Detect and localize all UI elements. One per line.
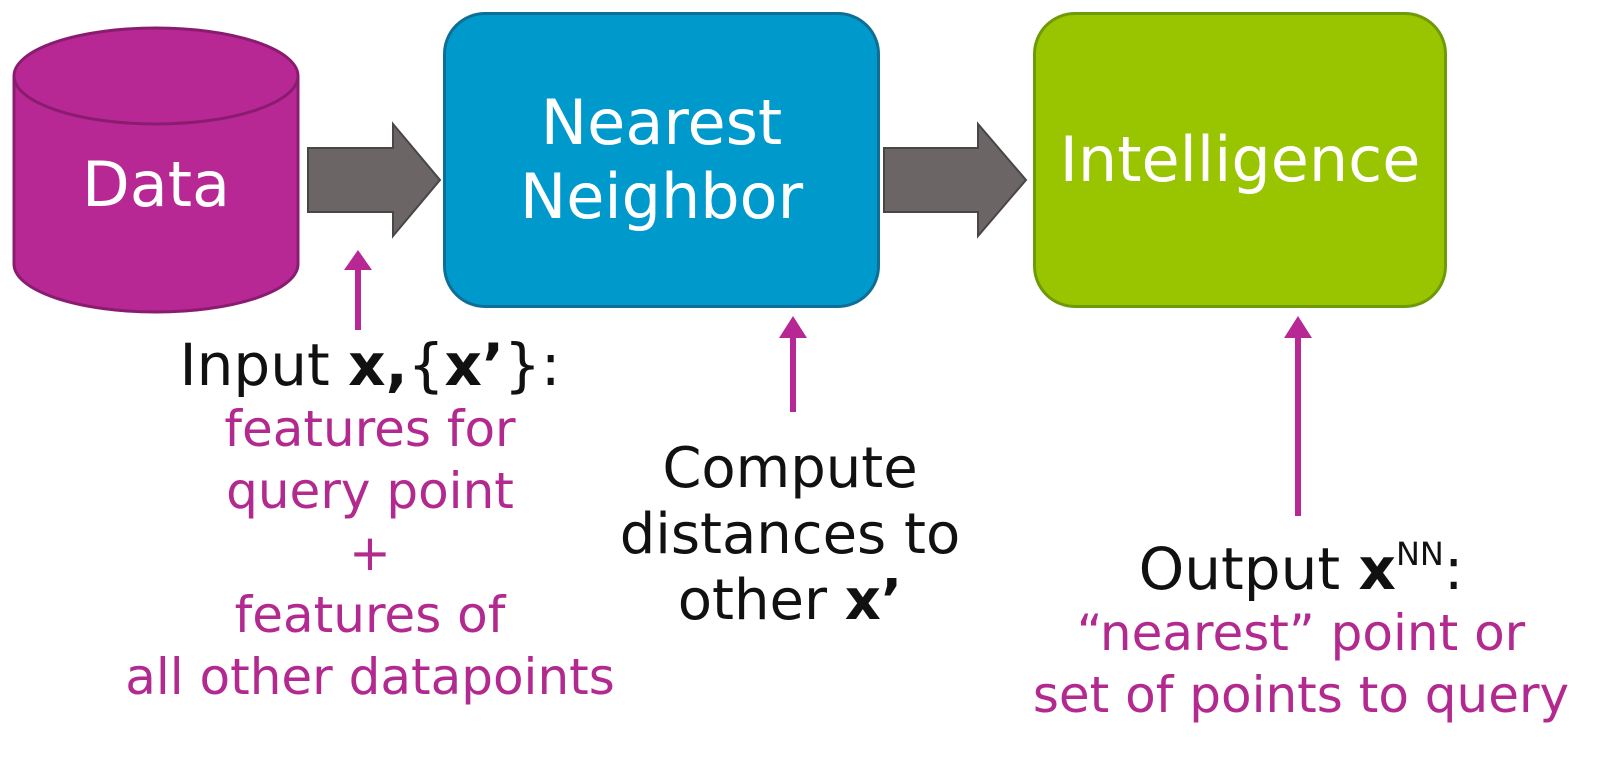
compute-other-text: other [677,568,845,633]
input-caption-line: features for [224,400,516,458]
input-set-open: { [407,331,445,399]
input-caption-line: + [349,524,391,582]
input-x-prime-var: x’ [444,331,504,399]
compute-x-prime-var: x’ [844,568,903,633]
nearest-neighbor-box: Nearest Neighbor [443,12,880,308]
compute-caption: Compute distances to other x’ [560,436,1020,634]
annotation-arrow-output [1284,316,1312,516]
output-x-var: x [1358,535,1396,603]
input-x-var: x, [348,331,408,399]
database-cylinder-shape [12,26,300,314]
input-caption-line: features of [234,586,506,644]
annotation-arrow-compute [779,316,807,412]
nearest-neighbor-label-line1: Nearest [540,86,783,159]
output-colon: : [1443,535,1464,603]
output-caption-line: set of points to query [1032,666,1570,724]
output-caption-heading: Output xNN: [985,536,1617,602]
input-caption-heading: Input x,{x’}: [30,332,710,398]
input-caption: Input x,{x’}: features for query point +… [30,332,710,708]
flow-arrow-data-to-nn [307,121,442,239]
compute-caption-line: other x’ [560,568,1020,634]
input-prefix: Input [179,331,349,399]
input-caption-line: all other datapoints [125,648,615,706]
input-caption-line: query point [226,462,514,520]
flow-arrow-nn-to-intelligence [883,121,1028,239]
intelligence-box: Intelligence [1033,12,1447,308]
annotation-arrow-input [344,250,372,330]
intelligence-label: Intelligence [1059,123,1421,196]
data-cylinder [12,24,300,314]
output-caption-line: “nearest” point or [1076,604,1526,662]
output-nn-superscript: NN [1395,535,1444,573]
output-caption: Output xNN: “nearest” point or set of po… [985,536,1617,726]
compute-caption-line: distances to [619,502,961,567]
input-set-close: }: [503,331,561,399]
output-prefix: Output [1138,535,1359,603]
nearest-neighbor-label-line2: Neighbor [519,160,804,233]
compute-caption-line: Compute [662,436,918,501]
data-label: Data [81,148,231,221]
